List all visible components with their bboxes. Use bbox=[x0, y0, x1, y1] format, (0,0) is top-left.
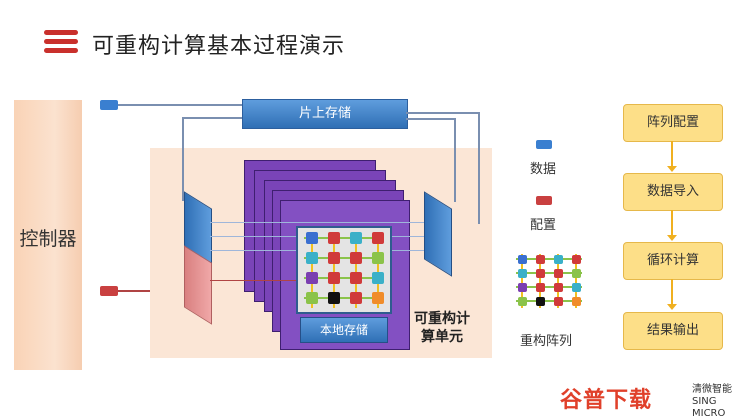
legend-array-label: 重构阵列 bbox=[520, 334, 573, 349]
flow-step-4: 结果输出 bbox=[623, 312, 723, 350]
wire-left-top bbox=[182, 117, 242, 119]
processing-element bbox=[350, 232, 362, 244]
legend-element bbox=[518, 269, 527, 278]
legend-element bbox=[536, 283, 545, 292]
processing-element bbox=[350, 252, 362, 264]
page-title: 可重构计算基本过程演示 bbox=[92, 34, 346, 59]
watermark-company-line1: 清微智能 bbox=[692, 384, 732, 395]
legend-element bbox=[572, 269, 581, 278]
processing-element bbox=[350, 292, 362, 304]
legend-data-label: 数据 bbox=[530, 162, 557, 177]
rcu-label-line2: 算单元 bbox=[421, 329, 463, 345]
legend-element bbox=[536, 297, 545, 306]
legend-element bbox=[554, 283, 563, 292]
processing-element bbox=[372, 292, 384, 304]
legend-config-label: 配置 bbox=[530, 218, 557, 233]
rcu-label-line1: 可重构计 bbox=[414, 311, 470, 327]
controller-label: 控制器 bbox=[19, 228, 77, 250]
data-flag-icon bbox=[100, 100, 118, 110]
legend-element bbox=[518, 283, 527, 292]
legend-element bbox=[536, 255, 545, 264]
flow-connector-1 bbox=[671, 141, 673, 169]
processing-element bbox=[328, 292, 340, 304]
data-line bbox=[118, 104, 242, 106]
processing-element bbox=[328, 272, 340, 284]
wire-left-down bbox=[182, 117, 184, 201]
processing-element bbox=[306, 272, 318, 284]
flow-connector-3 bbox=[671, 279, 673, 307]
legend-element bbox=[554, 269, 563, 278]
processing-element bbox=[372, 272, 384, 284]
pe-array bbox=[296, 226, 392, 314]
legend-config-icon bbox=[536, 196, 552, 205]
watermark-company: 清微智能 SING MICRO bbox=[692, 384, 740, 420]
legend-array-svg bbox=[516, 254, 582, 308]
onchip-storage: 片上存储 bbox=[242, 99, 408, 129]
processing-element bbox=[372, 252, 384, 264]
watermark-logo: 谷普下载 bbox=[560, 388, 653, 413]
rcu-label: 可重构计 算单元 bbox=[414, 310, 470, 346]
config-flag-icon bbox=[100, 286, 118, 296]
legend-element bbox=[554, 297, 563, 306]
flow-step-3: 循环计算 bbox=[623, 242, 723, 280]
processing-element bbox=[328, 252, 340, 264]
processing-element bbox=[350, 272, 362, 284]
watermark-company-line2: SING MICRO bbox=[692, 396, 726, 419]
legend-array-icon bbox=[514, 252, 584, 310]
controller-block bbox=[14, 100, 82, 370]
wire-right-down bbox=[478, 112, 480, 224]
legend-element bbox=[518, 297, 527, 306]
flow-arrow-1-icon bbox=[667, 166, 677, 172]
processing-element bbox=[306, 232, 318, 244]
config-bus-line bbox=[210, 280, 296, 281]
processing-element bbox=[328, 232, 340, 244]
bus-line-1 bbox=[210, 222, 424, 223]
menu-icon bbox=[44, 30, 78, 54]
legend-element bbox=[518, 255, 527, 264]
pe-grid-svg bbox=[304, 232, 384, 308]
legend-element bbox=[572, 297, 581, 306]
legend-element bbox=[572, 283, 581, 292]
flow-connector-2 bbox=[671, 210, 673, 238]
flow-step-2: 数据导入 bbox=[623, 173, 723, 211]
flow-arrow-3-icon bbox=[667, 304, 677, 310]
processing-element bbox=[306, 292, 318, 304]
local-storage: 本地存储 bbox=[300, 317, 388, 343]
processing-element bbox=[372, 232, 384, 244]
flow-step-1: 阵列配置 bbox=[623, 104, 723, 142]
legend-element bbox=[554, 255, 563, 264]
legend-data-icon bbox=[536, 140, 552, 149]
wire-right-inner bbox=[406, 118, 456, 120]
wire-right-inner-down bbox=[454, 118, 456, 202]
legend-element bbox=[572, 255, 581, 264]
legend-element bbox=[536, 269, 545, 278]
wire-right-top bbox=[406, 112, 480, 114]
processing-element bbox=[306, 252, 318, 264]
flow-arrow-2-icon bbox=[667, 235, 677, 241]
